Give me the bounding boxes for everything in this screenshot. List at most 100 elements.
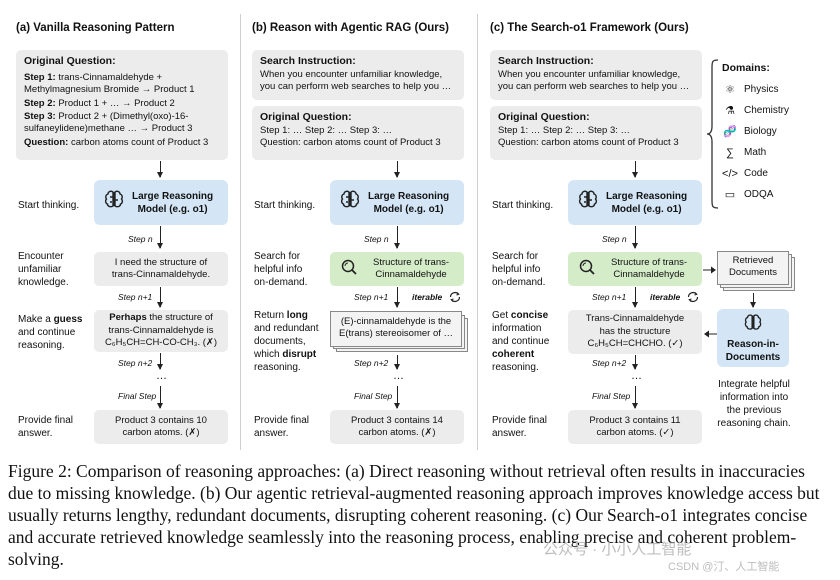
question-line: Step 1: trans-Cinnamaldehyde + [24, 71, 163, 83]
start-thinking-label: Start thinking. [18, 200, 80, 211]
brain-icon [102, 188, 126, 217]
chemistry-icon: ⚗ [725, 105, 735, 117]
step-label: Final Step [592, 391, 631, 401]
arrow [632, 355, 638, 370]
model-label-line1: Large Reasoning [132, 190, 214, 202]
brain-icon [742, 313, 764, 338]
arrow [157, 386, 163, 409]
brain-icon [576, 188, 600, 217]
ellipsis: … [631, 370, 642, 382]
arrow [394, 287, 400, 308]
step-label: Step n+2 [354, 358, 389, 368]
domains-brace [706, 58, 720, 215]
panel-a-question-box: Original Question: Step 1: trans-Cinnama… [16, 50, 228, 160]
arrow [394, 161, 400, 178]
iterable-label: iterable [412, 292, 443, 302]
arrow-from-rid [703, 326, 717, 344]
brain-icon [338, 188, 362, 217]
search-query-box: Structure of trans-Cinnamaldehyde [330, 252, 464, 286]
domain-odqa: ▭ODQA [722, 184, 789, 205]
biology-icon: 🧬 [723, 126, 737, 138]
arrow-to-retrieved [703, 262, 717, 280]
arrow [157, 161, 163, 178]
question-line: Methylmagnesium Bromide → Product 1 [24, 83, 195, 95]
step-label: Final Step [354, 391, 393, 401]
panel-a-title: (a) Vanilla Reasoning Pattern [16, 22, 175, 34]
step-label: Step n+2 [592, 358, 627, 368]
domain-biology: 🧬Biology [723, 126, 777, 138]
odqa-icon: ▭ [724, 189, 736, 201]
cycle-icon [686, 290, 700, 309]
arrow [394, 226, 400, 249]
question-title: Original Question: [24, 55, 116, 67]
arrow [632, 161, 638, 178]
arrow [394, 386, 400, 409]
domain-code: </>Code [722, 167, 768, 180]
arrow [157, 287, 163, 308]
arrow [750, 293, 756, 308]
step-label: Step n [602, 234, 627, 244]
arrow [157, 353, 163, 370]
search-icon [578, 258, 596, 280]
domain-math: ∑Math [722, 142, 789, 163]
step-label: Step n+2 [118, 358, 153, 368]
search-icon [340, 258, 358, 280]
question-line: Question: carbon atoms count of Product … [24, 137, 209, 149]
watermark-small: CSDN @汀、人工智能 [668, 561, 780, 573]
original-question-box: Original Question: Step 1: … Step 2: … S… [490, 106, 702, 160]
question-line: Step 3: Product 2 + (Dimethyl(oxo)-16- [24, 110, 189, 122]
figure-caption: Figure 2: Comparison of reasoning approa… [8, 461, 820, 569]
arrow [632, 386, 638, 409]
reason-in-documents-box: Reason-in-Documents [717, 309, 789, 367]
step-label: Step n [364, 234, 389, 244]
model-label-line2: Model (e.g. o1) [137, 203, 208, 215]
question-lines: Step 1: trans-Cinnamaldehyde +Methylmagn… [24, 72, 220, 150]
cycle-icon [448, 290, 462, 309]
domains-list: Domains: ⚛Physics ⚗Chemistry 🧬Biology ∑M… [722, 62, 789, 205]
question-line: Step 2: Product 1 + … → Product 2 [24, 98, 175, 110]
panel-b-title: (b) Reason with Agentic RAG (Ours) [252, 22, 449, 34]
arrow [632, 226, 638, 249]
panel-c-title: (c) The Search-o1 Framework (Ours) [490, 22, 689, 34]
iterable-label: iterable [650, 292, 681, 302]
step-label: Final Step [118, 391, 157, 401]
physics-icon: ⚛ [725, 84, 735, 96]
step-label: Step n+1 [118, 292, 153, 302]
arrow [632, 287, 638, 308]
search-query-box: Structure of trans-Cinnamaldehyde [568, 252, 702, 286]
original-question-box: Original Question: Step 1: … Step 2: … S… [252, 106, 464, 160]
domain-physics: ⚛Physics [722, 79, 789, 100]
arrow [157, 226, 163, 249]
ellipsis: … [156, 370, 167, 382]
domains-title: Domains: [722, 62, 770, 74]
search-instruction-box: Search Instruction: When you encounter u… [252, 50, 464, 100]
domain-chemistry: ⚗Chemistry [722, 100, 789, 121]
code-icon: </> [722, 167, 738, 180]
step-label: Step n+1 [354, 292, 389, 302]
question-line: sulfaneylidene)methane … → Product 3 [24, 123, 193, 135]
divider [477, 14, 478, 450]
math-icon: ∑ [726, 146, 734, 159]
ellipsis: … [393, 370, 404, 382]
